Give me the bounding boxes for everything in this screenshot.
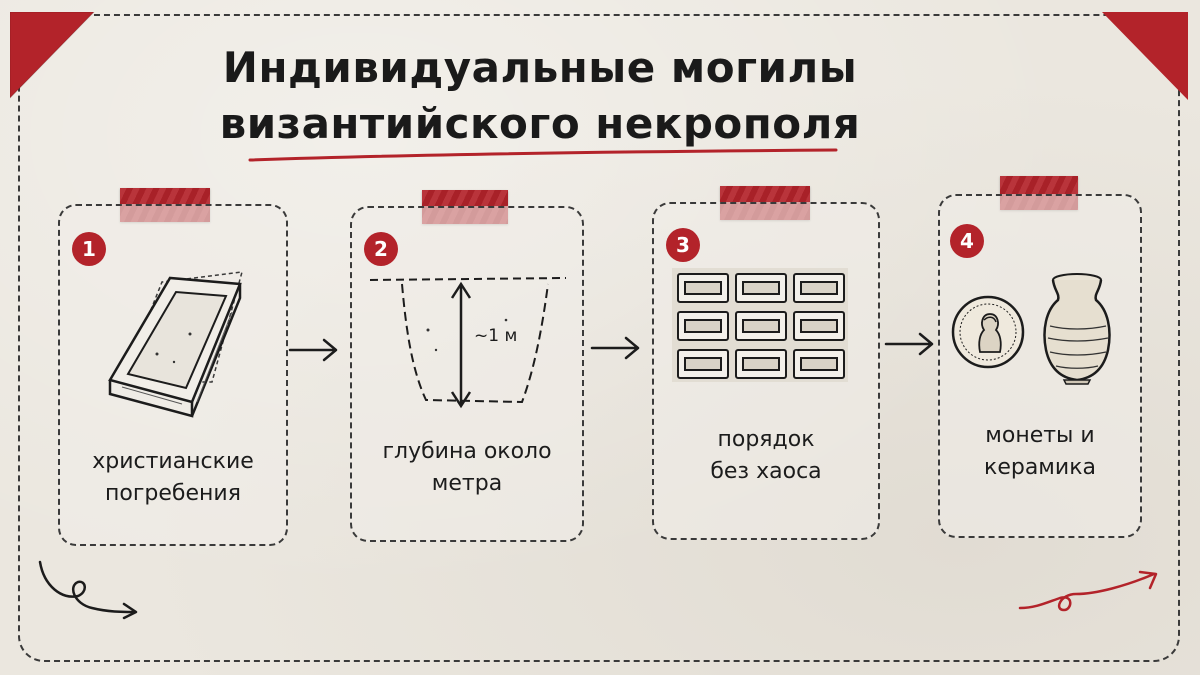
grave-cell-inner (684, 281, 722, 295)
step-4-caption-line-1: монеты и (985, 423, 1095, 448)
step-2-badge: 2 (364, 232, 398, 266)
step-1-caption-line-1: христианские (92, 449, 254, 474)
step-2-caption-line-2: метра (431, 471, 503, 496)
step-2-caption-line-1: глубина около (382, 439, 552, 464)
doodle-swirl-right-icon (1018, 570, 1158, 612)
arrow-2-to-3-icon (590, 336, 640, 360)
step-3-caption-line-1: порядок (717, 427, 815, 452)
title-line-2: византийского некрополя (219, 99, 861, 148)
step-4-caption: монеты и керамика (938, 420, 1142, 484)
step-3-caption-line-2: без хаоса (710, 459, 822, 484)
corner-tape-top-left (10, 12, 95, 99)
grave-grid-icon (672, 268, 848, 382)
corner-tape-top-right (1102, 12, 1188, 100)
grave-cell-inner (742, 281, 780, 295)
grave-cell-inner (800, 319, 838, 333)
grave-cell-inner (742, 319, 780, 333)
step-1-badge: 1 (72, 232, 106, 266)
grave-cell-inner (684, 319, 722, 333)
step-3-caption: порядок без хаоса (652, 424, 880, 488)
step-2-caption: глубина около метра (350, 436, 584, 500)
depth-section-icon (369, 277, 567, 409)
coin-icon (951, 295, 1025, 369)
depth-label: ~1 м (474, 326, 518, 346)
grave-cell-inner (800, 281, 838, 295)
vase-icon (1043, 273, 1111, 385)
grave-cell-inner (684, 357, 722, 371)
grave-cell-inner (800, 357, 838, 371)
step-1-caption-line-2: погребения (105, 481, 241, 506)
step-4-caption-line-2: керамика (984, 455, 1096, 480)
arrow-1-to-2-icon (288, 338, 338, 362)
title-underline (248, 148, 838, 162)
step-4-badge: 4 (950, 224, 984, 258)
grave-cell-inner (742, 357, 780, 371)
page-title: Индивидуальные могилы византийского некр… (200, 40, 880, 152)
title-line-1: Индивидуальные могилы (222, 43, 858, 92)
dashed-frame (18, 14, 1180, 662)
step-1-caption: христианские погребения (58, 446, 288, 510)
grave-pit-icon (108, 271, 244, 418)
arrow-3-to-4-icon (884, 332, 934, 356)
step-3-badge: 3 (666, 228, 700, 262)
doodle-swirl-left-icon (38, 560, 138, 620)
